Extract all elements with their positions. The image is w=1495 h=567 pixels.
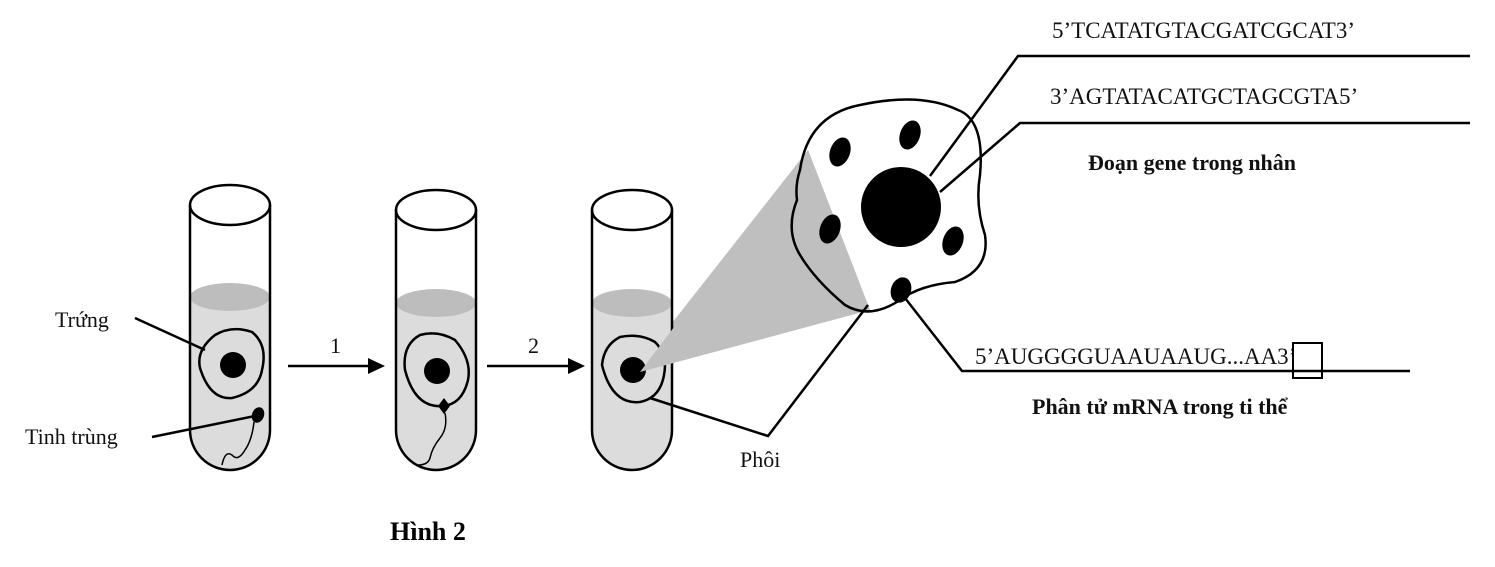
figure-caption: Hình 2 [390,517,466,546]
step-2-arrow: 2 [487,333,585,374]
step-1-arrow: 1 [288,333,385,374]
egg-label: Trứng [55,307,109,332]
embryo-label: Phôi [740,447,780,472]
mrna-sequence-end: AA3’ [1244,344,1296,369]
gene-strand-bottom-line [939,121,1470,193]
mrna-leader-line [904,297,1410,373]
mitochondrion [899,120,921,150]
egg-cell [198,327,265,400]
gene-strand-top-line [928,54,1470,177]
fertilized-egg [403,332,470,408]
mitochondrion [829,137,851,167]
sperm-cell [221,407,265,466]
test-tube-3 [590,188,674,472]
step-2-label: 2 [528,333,539,358]
mrna-sequence-start: 5’AUGGGGUAAUAAUG [975,344,1227,369]
mrna-gap-box [1292,342,1323,379]
nucleus [861,167,941,247]
gene-strand-bottom: 3’AGTATACATGCTAGCGTA5’ [1050,84,1358,109]
step-1-label: 1 [330,333,341,358]
mitochondrion [942,226,964,256]
sperm-label: Tinh trùng [25,424,118,449]
embryo-leader-line [649,304,869,438]
nuclear-gene-title: Đoạn gene trong nhân [1088,150,1296,175]
mitochondrion [819,214,841,244]
test-tube-1 [188,183,272,472]
mrna-sequence: 5’AUGGGGUAAUAAUG...AA3’ [975,344,1296,369]
sperm-leader-line [151,414,256,439]
egg-leader-line [134,316,206,352]
mrna-boxed-gap: ... [1227,344,1244,369]
mrna-title: Phân tử mRNA trong ti thể [1032,394,1289,419]
mitochondrion [890,277,912,303]
gene-strand-top: 5’TCATATGTACGATCGCAT3’ [1052,18,1355,43]
test-tube-2 [394,188,478,472]
magnified-cell [790,98,987,313]
